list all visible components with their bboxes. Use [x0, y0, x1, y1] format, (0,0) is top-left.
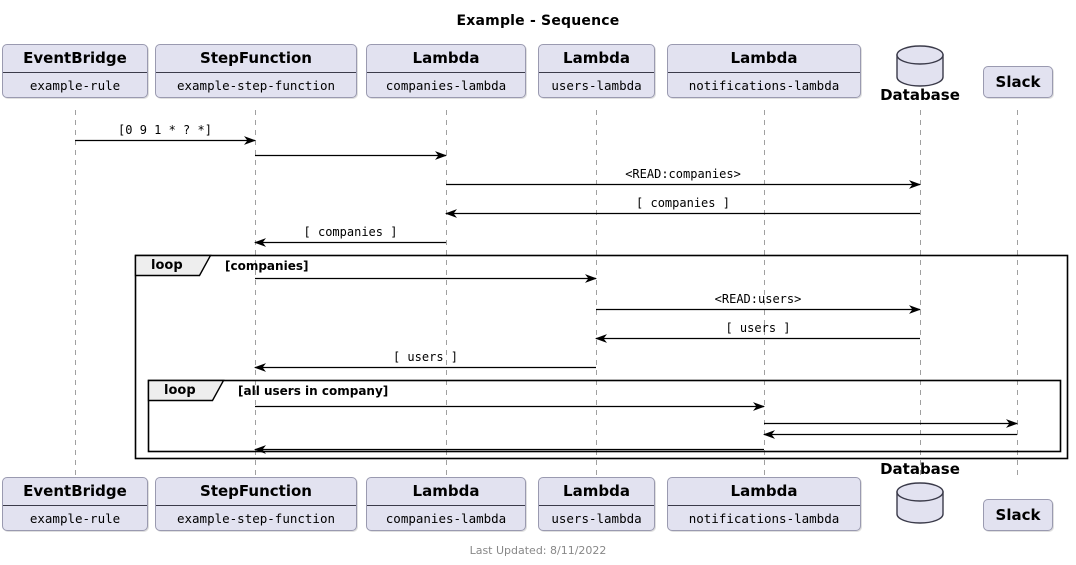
- participant-title: EventBridge: [3, 45, 147, 73]
- participant-detail: example-rule: [29, 511, 121, 526]
- participant-box-users-lambda-top[interactable]: Lambda users-lambda: [538, 44, 655, 98]
- participant-box-users-lambda-bottom[interactable]: Lambda users-lambda: [538, 477, 655, 531]
- participant-title: StepFunction: [156, 478, 356, 506]
- database-cylinder-top-top: [896, 45, 944, 65]
- participant-detail: companies-lambda: [385, 78, 507, 93]
- message-label-7: [ users ]: [725, 321, 791, 335]
- participant-detail: users-lambda: [551, 78, 642, 93]
- fragment-header-tab-0: [134, 254, 212, 277]
- participant-box-example-step-function-top[interactable]: StepFunction example-step-function: [155, 44, 357, 98]
- participant-detail: example-step-function: [176, 78, 336, 93]
- page-title: Example - Sequence: [456, 13, 620, 29]
- participant-title: EventBridge: [3, 478, 147, 506]
- last-updated-note: Last Updated: 8/11/2022: [469, 544, 607, 557]
- participant-box-example-rule-bottom[interactable]: EventBridge example-rule: [2, 477, 148, 531]
- participant-title: Lambda: [367, 478, 525, 506]
- participant-title: Lambda: [668, 478, 860, 506]
- participant-detail: notifications-lambda: [688, 511, 840, 526]
- message-label-4: [ companies ]: [303, 225, 398, 239]
- participant-box-slack-bottom[interactable]: Slack: [983, 499, 1053, 531]
- participant-box-example-rule-top[interactable]: EventBridge example-rule: [2, 44, 148, 98]
- participant-title: StepFunction: [156, 45, 356, 73]
- fragment-keyword-0: loop: [151, 258, 183, 273]
- fragment-guard-0: [companies]: [225, 259, 309, 273]
- participant-title: Slack: [995, 73, 1041, 91]
- participant-detail: notifications-lambda: [688, 78, 840, 93]
- participant-box-notifications-lambda-bottom[interactable]: Lambda notifications-lambda: [667, 477, 861, 531]
- actor-label-database-top: Database: [880, 86, 960, 104]
- message-label-0: [0 9 1 * ? *]: [118, 123, 212, 137]
- fragment-box-loop-1: [147, 379, 1062, 453]
- participant-title: Lambda: [367, 45, 525, 73]
- message-label-3: [ companies ]: [636, 196, 730, 210]
- fragment-guard-1: [all users in company]: [238, 384, 389, 398]
- fragment-box-loop-0: [134, 254, 1069, 460]
- participant-box-companies-lambda-bottom[interactable]: Lambda companies-lambda: [366, 477, 526, 531]
- participant-title: Lambda: [668, 45, 860, 73]
- fragment-keyword-1: loop: [164, 383, 196, 398]
- participant-title: Slack: [995, 506, 1041, 524]
- participant-detail: example-step-function: [176, 511, 336, 526]
- participant-title: Lambda: [539, 45, 654, 73]
- participant-box-companies-lambda-top[interactable]: Lambda companies-lambda: [366, 44, 526, 98]
- participant-title: Lambda: [539, 478, 654, 506]
- message-label-2: <READ:companies>: [625, 167, 741, 181]
- participant-box-notifications-lambda-top[interactable]: Lambda notifications-lambda: [667, 44, 861, 98]
- participant-detail: companies-lambda: [385, 511, 507, 526]
- message-label-6: <READ:users>: [714, 292, 802, 306]
- participant-box-slack-top[interactable]: Slack: [983, 66, 1053, 98]
- participant-detail: example-rule: [29, 78, 121, 93]
- message-label-8: [ users ]: [392, 350, 459, 364]
- fragment-header-tab-1: [147, 379, 225, 402]
- participant-box-example-step-function-bottom[interactable]: StepFunction example-step-function: [155, 477, 357, 531]
- actor-label-database-bottom: Database: [880, 460, 960, 478]
- participant-detail: users-lambda: [551, 511, 642, 526]
- database-cylinder-top-bottom: [896, 482, 944, 502]
